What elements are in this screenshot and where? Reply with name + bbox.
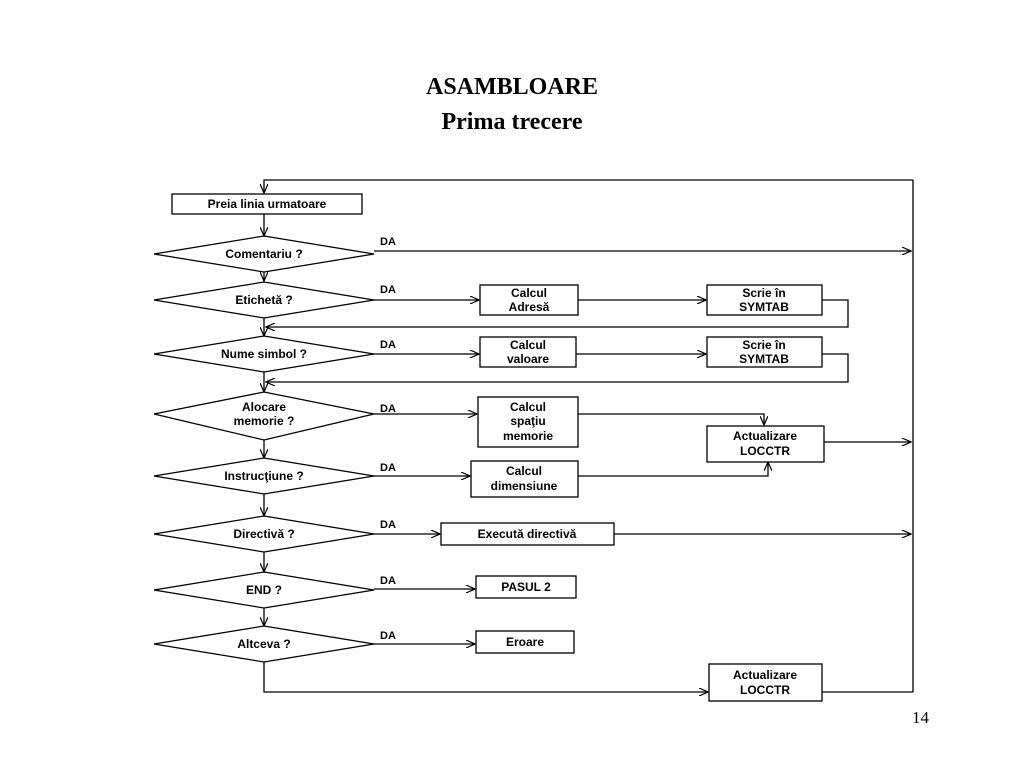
spatiu-to-locctr-arrow — [578, 413, 764, 425]
box-scrie-symtab-1-label-1: Scrie în — [742, 286, 785, 300]
altceva-no-arrow — [263, 662, 708, 692]
yes-label: DA — [380, 575, 396, 587]
decision-eticheta-label: Etichetă ? — [235, 293, 292, 307]
box-calcul-valoare-label-1: Calcul — [510, 338, 546, 352]
box-calcul-spatiu-label-1: Calcul — [510, 400, 546, 414]
box-actualizare-2-label-1: Actualizare — [733, 668, 797, 682]
box-scrie-symtab-2-label-1: Scrie în — [742, 338, 785, 352]
box-actualizare-1-label-1: Actualizare — [733, 429, 797, 443]
box-executa-directiva — [440, 522, 615, 546]
page-number: 14 — [912, 708, 929, 727]
box-executa-directiva-label: Execută directivă — [478, 527, 577, 541]
box-calcul-adresa-label-1: Calcul — [511, 286, 547, 300]
box-actualizare-1-label-2: LOCCTR — [740, 444, 790, 458]
box-calcul-dimensiune-label-1: Calcul — [506, 464, 542, 478]
start-box-label: Preia linia urmatoare — [208, 197, 327, 211]
decision-altceva — [153, 625, 375, 663]
decision-end — [153, 571, 375, 609]
yes-label: DA — [380, 403, 396, 415]
box-scrie-symtab-2 — [706, 336, 823, 368]
decision-instructiune-label: Instrucţiune ? — [224, 469, 303, 483]
symtab1-return-arrow — [266, 299, 849, 327]
yes-label: DA — [380, 236, 396, 248]
decision-directiva — [153, 515, 375, 553]
box-calcul-dimensiune-label-2: dimensiune — [491, 479, 558, 493]
decision-comentariu — [153, 235, 375, 273]
box-scrie-symtab-1 — [706, 284, 823, 316]
symtab2-return-arrow — [266, 353, 849, 382]
box-pasul-2 — [475, 575, 577, 599]
box-eroare — [475, 630, 575, 654]
decision-eticheta — [153, 281, 375, 319]
decision-directiva-label: Directivă ? — [233, 527, 294, 541]
slide-title: ASAMBLOARE — [425, 74, 599, 100]
yes-label: DA — [380, 462, 396, 474]
decision-alocare-memorie — [153, 391, 375, 441]
box-pasul-2-label: PASUL 2 — [501, 580, 551, 594]
loop-back-arrow — [264, 179, 913, 193]
decision-alocare-label-2: memorie ? — [234, 414, 295, 428]
dimensiune-to-locctr-arrow — [578, 462, 768, 477]
decision-comentariu-label: Comentariu ? — [225, 247, 302, 261]
decision-nume-simbol-label: Nume simbol ? — [221, 347, 307, 361]
decision-nume-simbol — [153, 335, 375, 373]
slide-subtitle: Prima trecere — [441, 109, 583, 135]
yes-label: DA — [380, 339, 396, 351]
start-box — [171, 193, 363, 215]
box-calcul-adresa — [479, 284, 579, 316]
box-scrie-symtab-2-label-2: SYMTAB — [739, 352, 789, 366]
box-actualizare-2-label-2: LOCCTR — [740, 683, 790, 697]
box-calcul-valoare — [479, 336, 577, 368]
yes-label: DA — [380, 519, 396, 531]
decision-altceva-label: Altceva ? — [237, 637, 290, 651]
box-actualizare-locctr-2 — [708, 663, 823, 702]
box-eroare-label: Eroare — [506, 635, 544, 649]
box-calcul-adresa-label-2: Adresă — [509, 300, 550, 314]
yes-label: DA — [380, 284, 396, 296]
decision-end-label: END ? — [246, 583, 282, 597]
box-calcul-spatiu-label-2: spaţiu — [510, 414, 545, 428]
box-calcul-valoare-label-2: valoare — [507, 352, 549, 366]
decision-instructiune — [153, 457, 375, 495]
decision-alocare-label-1: Alocare — [242, 400, 286, 414]
yes-label: DA — [380, 630, 396, 642]
box-calcul-dimensiune — [470, 460, 579, 498]
box-actualizare-locctr-1 — [706, 425, 825, 463]
box-calcul-spatiu-memorie — [477, 396, 579, 448]
box-calcul-spatiu-label-3: memorie — [503, 429, 553, 443]
box-scrie-symtab-1-label-2: SYMTAB — [739, 300, 789, 314]
